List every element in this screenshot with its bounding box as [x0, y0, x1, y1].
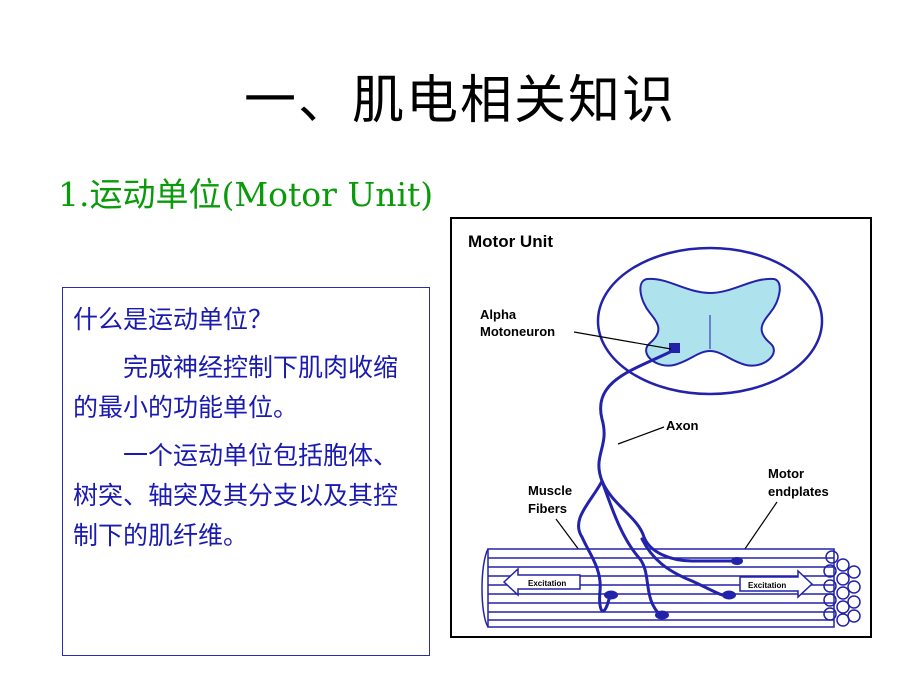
- alpha-pointer-line: [573, 331, 672, 350]
- definition-paragraph: 完成神经控制下肌肉收缩的最小的功能单位。: [73, 353, 399, 422]
- label-muscle-2: Fibers: [528, 501, 567, 516]
- motor-unit-figure: Motor Unit Alpha Motoneuron Axon Motor e…: [450, 217, 872, 638]
- motor-unit-diagram: Motor Unit Alpha Motoneuron Axon Motor e…: [468, 232, 861, 628]
- label-axon: Axon: [666, 418, 699, 433]
- excitation-arrow-right: Excitation: [739, 569, 814, 599]
- excitation-arrow-left: Excitation: [502, 567, 581, 597]
- label-alpha-1: Alpha: [480, 307, 517, 322]
- axon-branches: [577, 348, 738, 619]
- alpha-motoneuron-body: [669, 343, 680, 353]
- definition-textbox: 什么是运动单位？ 完成神经控制下肌肉收缩的最小的功能单位。 一个运动单位包括胞体…: [62, 287, 430, 656]
- label-alpha-2: Motoneuron: [480, 324, 555, 339]
- slide-title: 一、肌电相关知识: [243, 71, 676, 131]
- axon-pointer-line: [617, 426, 665, 445]
- label-motor-1: Motor: [768, 466, 804, 481]
- slide-subtitle: 1.运动单位(Motor Unit): [58, 175, 434, 214]
- question-text: 什么是运动单位？: [73, 305, 274, 334]
- label-motor-2: endplates: [768, 484, 829, 499]
- excitation-label-right: Excitation: [748, 581, 786, 590]
- components-paragraph: 一个运动单位包括胞体、树突、轴突及其分支以及其控制下的肌纤维。: [73, 441, 399, 550]
- label-muscle-1: Muscle: [528, 483, 572, 498]
- figure-title: Motor Unit: [468, 232, 553, 251]
- motor-endplates: [604, 557, 743, 620]
- excitation-label-left: Excitation: [528, 579, 566, 588]
